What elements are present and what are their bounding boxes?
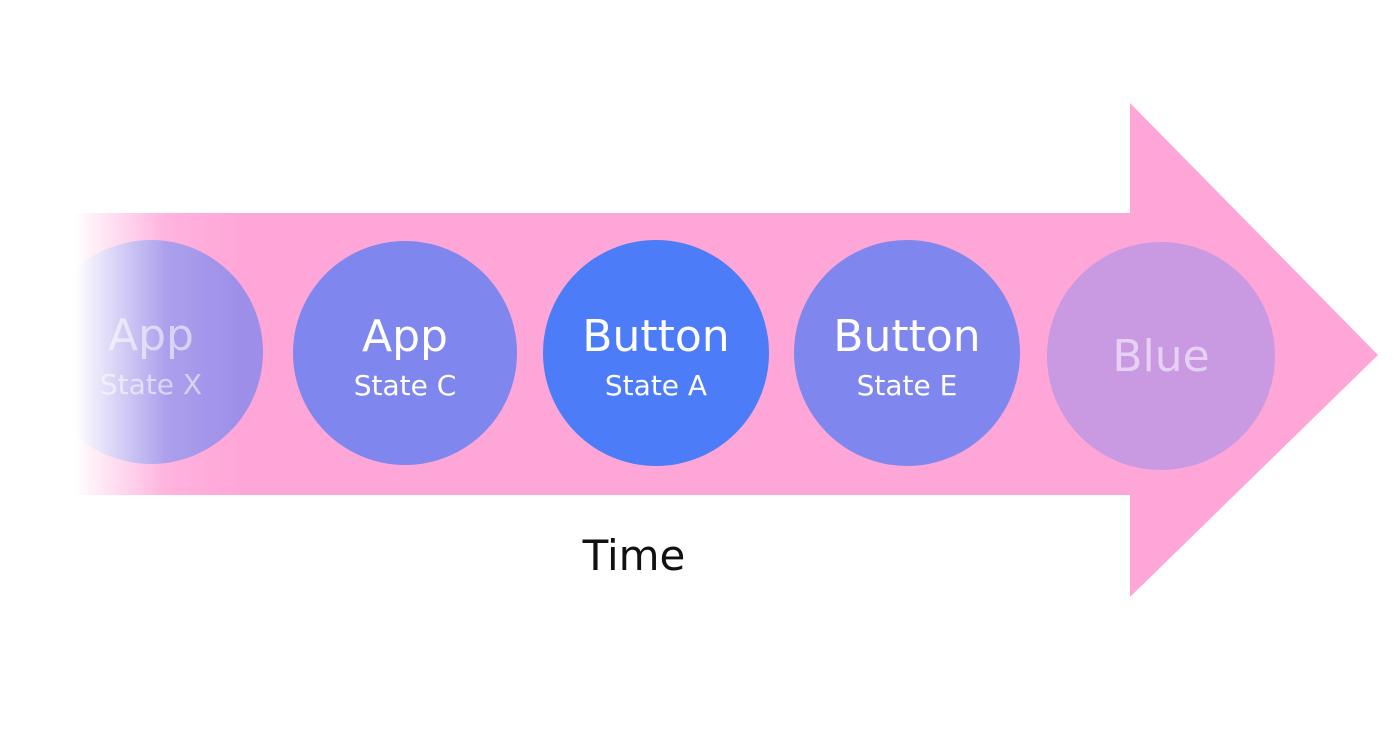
node-title: Blue: [1112, 331, 1209, 382]
node-label-blue: Blue: [1112, 331, 1209, 382]
node-circle-blue[interactable]: [1047, 242, 1275, 470]
node-label-app-state-c: App State C: [354, 311, 457, 402]
node-subtitle: State X: [100, 368, 202, 401]
node-label-button-state-e: Button State E: [833, 311, 980, 402]
node-title: Button: [833, 311, 980, 362]
node-subtitle: State E: [857, 369, 958, 402]
axis-caption-time: Time: [582, 531, 686, 580]
node-circle-app-state-c[interactable]: [293, 241, 517, 465]
node-title: Button: [582, 311, 729, 362]
node-label-app-state-x: App State X: [100, 310, 202, 401]
node-title: App: [362, 311, 448, 362]
node-subtitle: State A: [605, 369, 707, 402]
node-circle-app-state-x[interactable]: [39, 240, 263, 464]
node-title: App: [108, 310, 194, 361]
node-circle-button-state-a[interactable]: [543, 240, 769, 466]
node-label-button-state-a: Button State A: [582, 311, 729, 402]
node-subtitle: State C: [354, 369, 457, 402]
node-circle-button-state-e[interactable]: [794, 240, 1020, 466]
